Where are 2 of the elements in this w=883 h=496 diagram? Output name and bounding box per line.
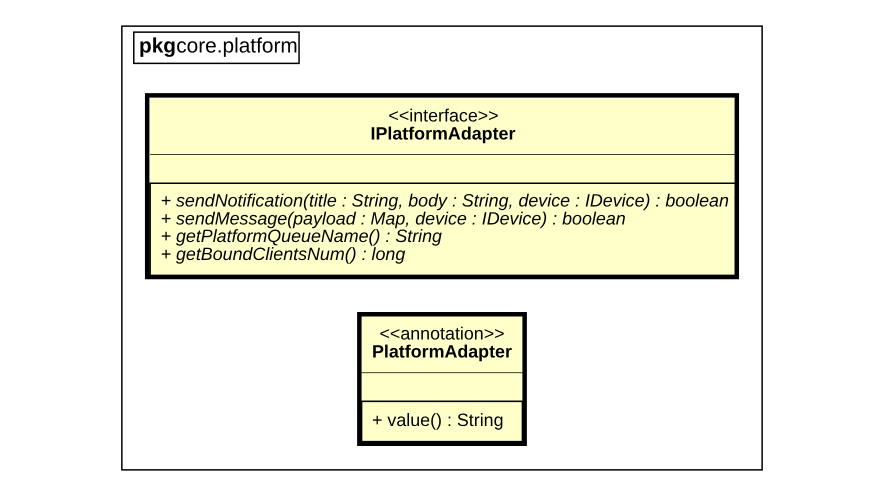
node-box: <<interface>> IPlatformAdapter + sendNotification(title : String, body : String, device : IDevice) : boolean + sendMessage(payload : Map, device : IDevice) : boolean + getPlatformQueueName() : String + getBoundClientsNum() : long: [144, 93, 739, 280]
node-box: <<annotation>> PlatformAdapter + value() : String: [356, 312, 526, 446]
